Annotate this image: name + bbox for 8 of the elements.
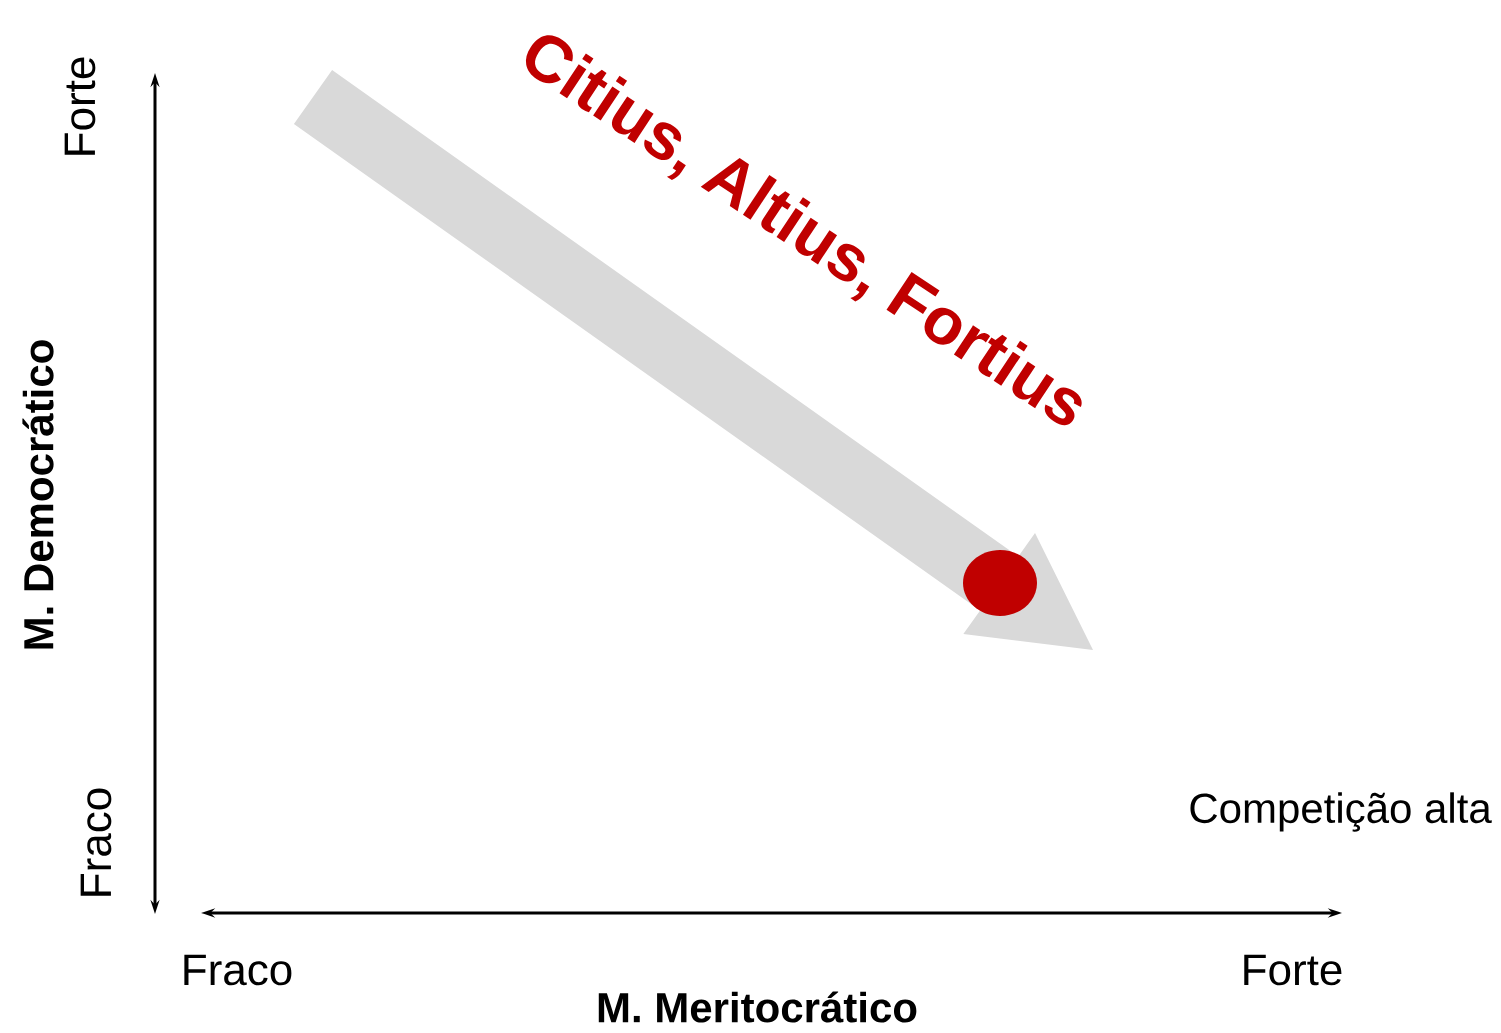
axis-end-label: Fraco <box>80 788 112 896</box>
axis-title: M. Meritocrático <box>598 991 917 1023</box>
axis-end-label: Forte <box>1244 954 1342 986</box>
axis-title: M. Democrático <box>22 340 54 649</box>
note-text: Competição alta <box>1190 792 1492 832</box>
axis-end-label: Fraco <box>184 954 292 986</box>
axis-end-label: Forte <box>64 57 96 155</box>
dot-marker <box>963 550 1037 616</box>
